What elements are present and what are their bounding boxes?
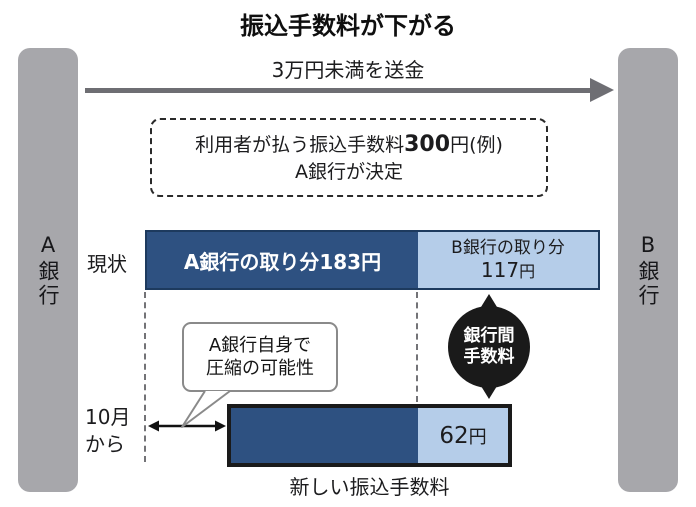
new-fee-caption: 新しい振込手数料 — [289, 475, 450, 499]
double-arrow-icon — [148, 420, 226, 432]
fee-note-amount: 300 — [404, 131, 451, 157]
page-title: 振込手数料が下がる — [240, 12, 456, 40]
bank-a-share-label: A銀行の取り分183円 — [183, 249, 382, 274]
bank-b-share-label: B銀行の取り分 — [451, 237, 565, 258]
badge-up-arrow-icon — [481, 294, 497, 307]
interbank-fee-badge: 銀行間 手数料 — [448, 306, 530, 388]
compression-speech-bubble: A銀行自身で 圧縮の可能性 — [182, 322, 338, 392]
bank-a-label: A銀行 — [36, 232, 60, 308]
speech-bubble-tail — [181, 390, 231, 428]
transfer-arrow-head-icon — [590, 78, 614, 102]
bank-b-label: B銀行 — [636, 232, 660, 308]
bank-b-pillar: B銀行 — [618, 48, 678, 492]
new-fee-unit: 円 — [468, 426, 487, 448]
fee-note-prefix: 利用者が払う振込手数料 — [195, 133, 405, 156]
bank-b-share-segment: B銀行の取り分 117円 — [418, 232, 598, 288]
current-row-label: 現状 — [87, 252, 127, 276]
guide-dash-left — [144, 292, 146, 462]
bank-a-share-segment: A銀行の取り分183円 — [147, 232, 418, 288]
user-fee-note-line2: A銀行が決定 — [295, 160, 403, 183]
badge-down-arrow-icon — [481, 386, 497, 399]
bank-a-pillar: A銀行 — [18, 48, 78, 492]
user-fee-note: 利用者が払う振込手数料300円(例) A銀行が決定 — [150, 118, 548, 197]
new-fee-amount: 62 — [439, 422, 469, 449]
user-fee-note-line1: 利用者が払う振込手数料300円(例) — [195, 130, 503, 160]
transfer-flow-label: 3万円未満を送金 — [271, 58, 425, 82]
current-fee-bar: A銀行の取り分183円 B銀行の取り分 117円 — [145, 230, 600, 290]
bank-b-share-amount: 117円 — [480, 258, 536, 283]
guide-dash-right — [416, 292, 418, 402]
fee-note-suffix: 円(例) — [450, 133, 503, 156]
transfer-arrow — [85, 88, 591, 93]
new-bank-a-share-segment — [231, 408, 418, 463]
october-row-label: 10月 から — [85, 405, 131, 456]
